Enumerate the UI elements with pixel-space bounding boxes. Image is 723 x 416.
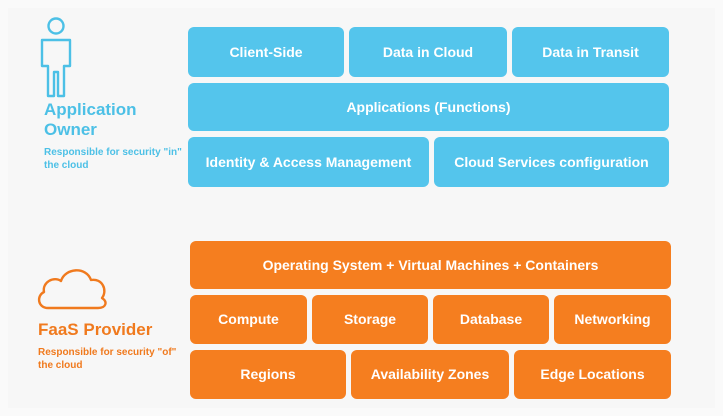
identity-access-management-block: Identity & Access Management — [188, 137, 429, 187]
os-vm-containers-block: Operating System + Virtual Machines + Co… — [190, 241, 671, 289]
regions-block: Regions — [190, 350, 346, 399]
networking-block: Networking — [554, 295, 671, 344]
compute-block: Compute — [190, 295, 307, 344]
database-block: Database — [433, 295, 549, 344]
provider-description: Responsible for security "of" the cloud — [38, 347, 177, 371]
data-in-cloud-block: Data in Cloud — [349, 27, 507, 77]
person-icon — [40, 17, 72, 98]
owner-description: Responsible for security "in" the cloud — [44, 147, 182, 171]
edge-locations-block: Edge Locations — [514, 350, 671, 399]
cloud-icon — [37, 269, 107, 310]
owner-title: Application Owner — [44, 100, 137, 139]
data-in-transit-block: Data in Transit — [512, 27, 669, 77]
availability-zones-block: Availability Zones — [351, 350, 509, 399]
storage-block: Storage — [312, 295, 428, 344]
client-side-block: Client-Side — [188, 27, 344, 77]
provider-title: FaaS Provider — [38, 320, 153, 339]
cloud-services-configuration-block: Cloud Services configuration — [434, 137, 669, 187]
applications-functions-block: Applications (Functions) — [188, 83, 669, 131]
